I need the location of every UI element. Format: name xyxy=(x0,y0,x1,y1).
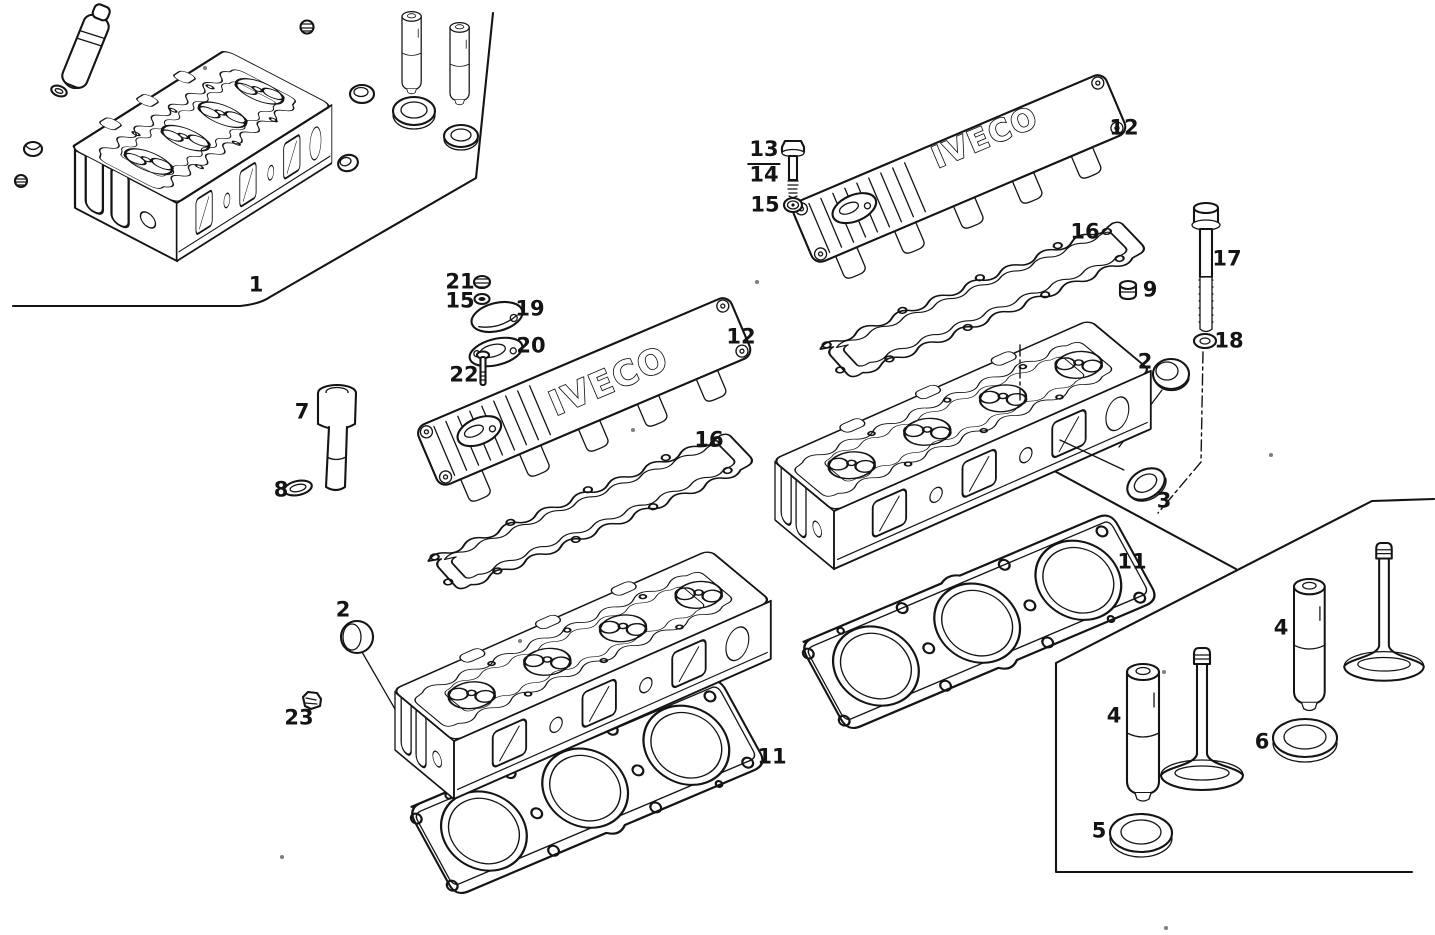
part-cover-plate-19 xyxy=(470,300,524,334)
part-plug-9 xyxy=(1118,279,1138,301)
part-valve-lower xyxy=(1159,646,1245,792)
part-nut-left xyxy=(13,173,29,189)
part-sleeve-washer-small xyxy=(50,84,68,98)
part-valve-upper xyxy=(1343,541,1425,682)
part-stud-screw-22 xyxy=(475,350,491,387)
part-valve-seat-ring-5 xyxy=(1108,812,1174,858)
part-cap-right xyxy=(337,153,359,173)
leader-to-valve-inset xyxy=(1045,465,1238,571)
part-head-bolt-17 xyxy=(1191,201,1221,333)
part-valve-seat-ring-6 xyxy=(1271,717,1339,763)
part-valve-guide-inset-b xyxy=(449,21,470,106)
inset-boundary-top-left xyxy=(11,11,495,308)
part-rocker-cover-middle: IVECO xyxy=(413,294,765,513)
part-washer-18 xyxy=(1192,332,1218,350)
part-sleeve-washer-8 xyxy=(283,479,313,497)
part-valve-guide-4-upper xyxy=(1292,577,1326,712)
part-injector-sleeve-small xyxy=(61,3,111,90)
leader-bolt-17-axis xyxy=(1157,351,1204,514)
part-bolt-13-14 xyxy=(780,139,806,199)
part-injector-sleeve-7 xyxy=(316,383,358,492)
part-seal-ring-b xyxy=(442,123,480,151)
part-washer-15-right xyxy=(782,196,804,214)
part-cup-small xyxy=(348,83,376,105)
part-washer-15-mid xyxy=(473,292,491,306)
part-cover-plate-gasket-20 xyxy=(468,336,524,368)
part-nut-21 xyxy=(472,274,492,290)
part-cap-left xyxy=(22,140,44,158)
part-seal-ring-a xyxy=(391,95,437,130)
part-seal-ring-3 xyxy=(1126,467,1167,502)
leader-seal-3 xyxy=(1059,439,1125,471)
part-cap-nut-23 xyxy=(301,690,323,711)
inset-boundary-bottom-right xyxy=(1054,497,1435,874)
scan-speckles xyxy=(202,65,1274,931)
part-valve-guide-4-lower xyxy=(1125,662,1161,803)
part-cap-top xyxy=(299,19,315,35)
part-cylinder-head-assembly-1 xyxy=(64,46,332,263)
part-cup-plug-2-left xyxy=(339,619,400,717)
part-valve-guide-inset-a xyxy=(401,10,422,95)
